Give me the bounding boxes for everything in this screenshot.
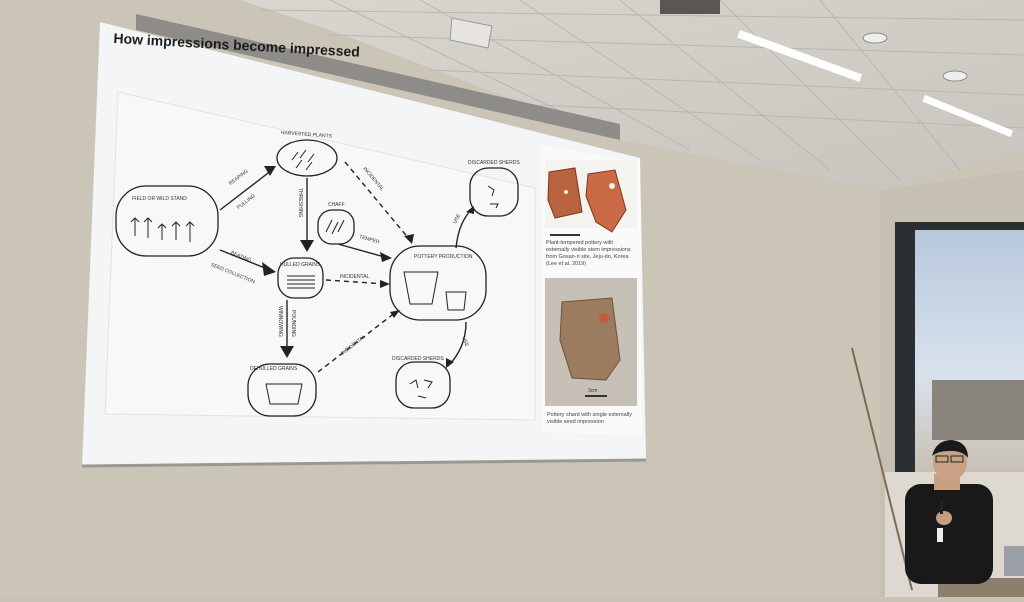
arrowheads [262, 166, 474, 368]
sherd-fragment [585, 169, 627, 233]
label-field: FIELD OR WILD STAND [132, 196, 187, 202]
label-discarded-top: DISCARDED SHERDS [468, 160, 520, 166]
diagram-shapes [115, 139, 519, 417]
ceiling-grid [259, 0, 1024, 181]
pointer-stick [851, 347, 913, 591]
sherd-fragment [559, 297, 621, 381]
scale-label: 3cm [588, 388, 598, 394]
node-harvested [276, 139, 338, 177]
label-threshing: THRESHING [297, 188, 303, 218]
ceiling-light [922, 95, 1014, 138]
node-discarded-top [469, 167, 519, 217]
label-incidental-2: INCIDENTAL [340, 274, 370, 280]
node-hulled [277, 257, 324, 299]
node-production [389, 245, 487, 321]
node-field [115, 185, 219, 257]
ceiling-light [737, 29, 863, 82]
presenter [905, 440, 993, 584]
ceiling-spotlight [862, 32, 888, 44]
node-discarded-bottom [395, 361, 451, 409]
photo-caption-bottom: Pottery shard with single externally vis… [547, 412, 632, 425]
label-discarded-bottom: DISCARDED SHERDS [392, 356, 444, 362]
label-hulled: HULLED GRAINS [280, 262, 321, 268]
laptop [1004, 546, 1024, 576]
screen-housing [136, 14, 620, 140]
label-winnowing: WINNOWING [277, 306, 283, 337]
ceiling-fixture [660, 0, 720, 14]
projector [449, 17, 493, 49]
label-dehulled: DEHULLED GRAINS [250, 366, 298, 372]
scale-bar [550, 234, 580, 236]
diagram-panel [104, 91, 536, 421]
label-pounding: POUNDING [290, 310, 296, 337]
photo-caption-top: Plant-tempered pottery with externally v… [546, 240, 631, 267]
diagram-icons [130, 149, 499, 405]
ceiling-spotlight [942, 70, 968, 82]
label-chaff: CHAFF [328, 202, 345, 208]
ceiling [240, 0, 1024, 190]
node-chaff [317, 209, 355, 245]
label-production: POTTERY PRODUCTION [414, 254, 473, 260]
node-dehulled [247, 363, 317, 417]
